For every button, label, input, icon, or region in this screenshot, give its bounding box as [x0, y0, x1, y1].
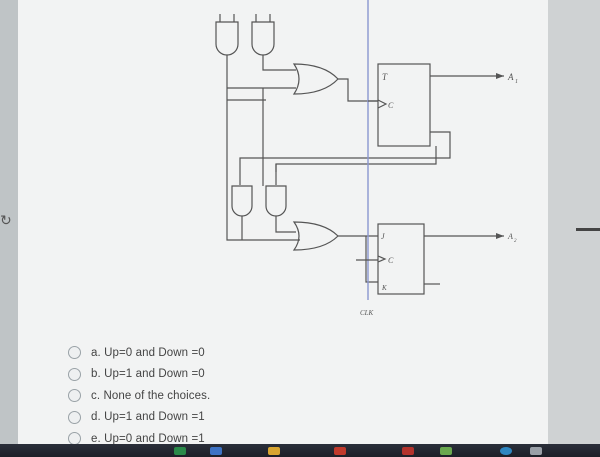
- c1-input-label: C: [388, 101, 394, 110]
- taskbar: [0, 444, 600, 457]
- clk-label: CLK: [360, 309, 374, 317]
- and-gate-mid-left: [231, 185, 253, 217]
- radio-button-a[interactable]: [68, 346, 81, 360]
- grid-icon[interactable]: [530, 447, 542, 455]
- file-icon[interactable]: [268, 447, 280, 455]
- k-input-label: K: [381, 284, 387, 292]
- store-icon[interactable]: [440, 447, 452, 455]
- quiz-page: T C A 1 J C K A 2 CLK a. Up=0 and Down =…: [18, 0, 548, 446]
- or-gate-bottom: [292, 221, 339, 251]
- chat-icon[interactable]: [500, 447, 512, 455]
- and-gate-top-left: [215, 21, 239, 56]
- a1-output-label: A: [507, 72, 514, 82]
- choice-d[interactable]: d. Up=1 and Down =1: [68, 407, 328, 429]
- choice-c[interactable]: c. None of the choices.: [68, 385, 328, 407]
- a1-output-subscript: 1: [515, 79, 518, 85]
- choice-e[interactable]: e. Up=0 and Down =1: [68, 428, 328, 450]
- choice-b-label: b. Up=1 and Down =0: [91, 368, 205, 381]
- t-input-label: T: [382, 72, 388, 82]
- t-flip-flop: [377, 63, 431, 147]
- collapse-icon: [576, 228, 600, 231]
- radio-button-b[interactable]: [68, 367, 81, 381]
- choice-d-label: d. Up=1 and Down =1: [91, 411, 205, 424]
- choice-c-label: c. None of the choices.: [91, 389, 211, 402]
- and-gate-mid-right: [265, 185, 287, 217]
- choice-b[interactable]: b. Up=1 and Down =0: [68, 364, 328, 386]
- choice-e-label: e. Up=0 and Down =1: [91, 432, 205, 445]
- radio-button-d[interactable]: [68, 410, 81, 424]
- and-gate-top-right: [251, 21, 275, 56]
- browser-icon[interactable]: [334, 447, 346, 455]
- answer-choices: a. Up=0 and Down =0 b. Up=1 and Down =0 …: [68, 342, 328, 450]
- a2-output-label: A: [507, 232, 513, 241]
- jk-flip-flop: [377, 223, 425, 295]
- or-gate-top: [292, 63, 339, 95]
- j-input-label: J: [381, 232, 385, 241]
- mail-icon[interactable]: [402, 447, 414, 455]
- arrow-icon: ↻: [0, 212, 12, 228]
- choice-a-label: a. Up=0 and Down =0: [91, 346, 205, 359]
- a2-output-subscript: 2: [514, 239, 517, 244]
- radio-button-c[interactable]: [68, 389, 81, 403]
- app-icon[interactable]: [210, 447, 222, 455]
- start-icon[interactable]: [174, 447, 186, 455]
- logic-circuit-diagram: T C A 1 J C K A 2 CLK: [215, 0, 518, 317]
- c2-input-label: C: [388, 256, 394, 265]
- monitor-bezel-left: [0, 0, 20, 457]
- choice-a[interactable]: a. Up=0 and Down =0: [68, 342, 328, 364]
